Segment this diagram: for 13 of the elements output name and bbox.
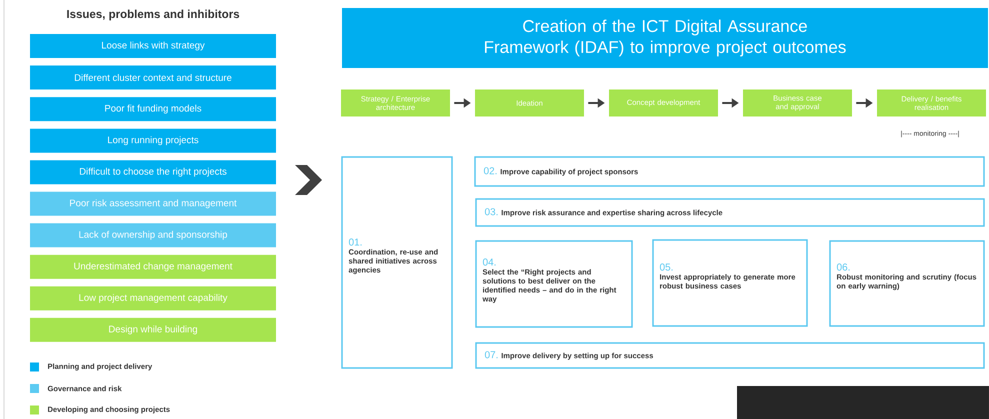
- dark-block: [737, 386, 989, 419]
- issue-box: Lack of ownership and sponsorship: [30, 223, 276, 248]
- issue-box: Design while building: [30, 318, 276, 342]
- issue-box: Underestimated change management: [30, 254, 276, 279]
- heading: Issues, problems and inhibitors: [67, 10, 240, 20]
- title-box: Creation of the ICT Digital Assurance Framework (IDAF) to improve project outcomes: [342, 8, 988, 68]
- issue-box: Low project management capability: [30, 286, 276, 310]
- issue-box: Difficult to choose the right projects: [30, 160, 276, 184]
- issue-box: Different cluster context and structure: [30, 66, 276, 90]
- issue-box: Long running projects: [30, 128, 276, 153]
- issue-box: Poor risk assessment and management: [30, 192, 276, 216]
- issue-box: Poor fit funding models: [30, 97, 276, 122]
- issue-box: Loose links with strategy: [30, 34, 276, 58]
